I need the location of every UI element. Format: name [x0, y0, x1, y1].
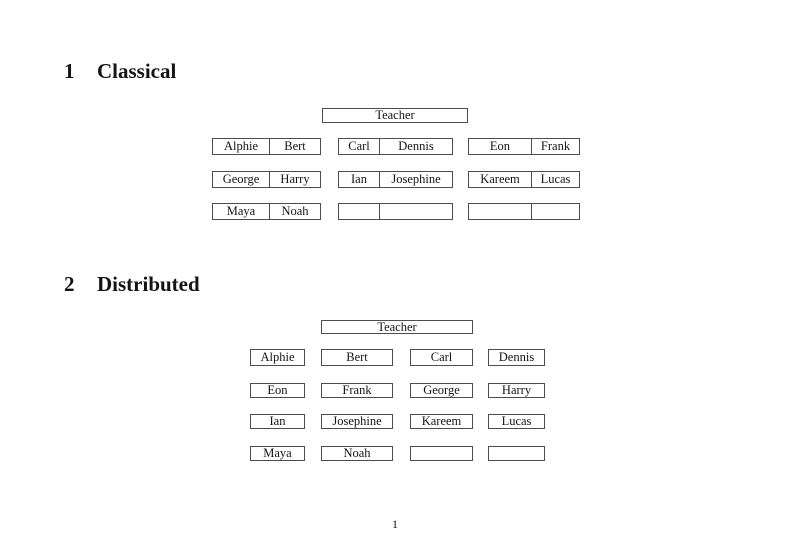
section-2-number: 2: [64, 272, 75, 296]
desk-distributed-r2c4: Harry: [488, 383, 545, 398]
desk-distributed-r2c2: Frank: [321, 383, 393, 398]
desk-distributed-r4c1: Maya: [250, 446, 305, 461]
desk-distributed-r2c3: George: [410, 383, 473, 398]
seat-right: [379, 204, 452, 219]
desk-distributed-r1c1: Alphie: [250, 349, 305, 366]
desk-classical-r1c1: Alphie Bert: [212, 138, 321, 155]
seat-right: Dennis: [379, 139, 452, 154]
section-2-title: Distributed: [97, 272, 200, 296]
desk-distributed-r3c1: Ian: [250, 414, 305, 429]
desk-distributed-r1c3: Carl: [410, 349, 473, 366]
teacher-box-distributed: Teacher: [321, 320, 473, 334]
teacher-box-classical: Teacher: [322, 108, 468, 123]
seat-right: Josephine: [379, 172, 452, 187]
seat-right: Noah: [269, 204, 320, 219]
section-1-title: Classical: [97, 59, 177, 83]
seat-left: Kareem: [480, 172, 520, 187]
desk-classical-r2c1: George Harry: [212, 171, 321, 188]
seat-right: Bert: [269, 139, 320, 154]
seat-right: Harry: [269, 172, 320, 187]
desk-distributed-r3c3: Kareem: [410, 414, 473, 429]
seat-left: Maya: [226, 204, 256, 219]
desk-classical-r3c1: Maya Noah: [212, 203, 321, 220]
section-1-number: 1: [64, 59, 75, 83]
seat-left: Alphie: [223, 139, 259, 154]
desk-distributed-r4c4-empty: [488, 446, 545, 461]
seat-left: [339, 204, 379, 219]
desk-classical-r1c2: Carl Dennis: [338, 138, 453, 155]
desk-classical-r2c2: Ian Josephine: [338, 171, 453, 188]
desk-distributed-r4c2: Noah: [321, 446, 393, 461]
desk-classical-r3c3-empty: [468, 203, 580, 220]
desk-distributed-r3c4: Lucas: [488, 414, 545, 429]
seat-right: Frank: [531, 139, 579, 154]
seat-left: Eon: [489, 139, 511, 154]
desk-distributed-r3c2: Josephine: [321, 414, 393, 429]
page-number: 1: [392, 517, 398, 531]
desk-distributed-r1c2: Bert: [321, 349, 393, 366]
desk-distributed-r1c4: Dennis: [488, 349, 545, 366]
seat-right: [531, 204, 579, 219]
desk-classical-r1c3: Eon Frank: [468, 138, 580, 155]
seat-left: Ian: [351, 172, 367, 187]
desk-classical-r2c3: Kareem Lucas: [468, 171, 580, 188]
seat-right: Lucas: [531, 172, 579, 187]
desk-distributed-r2c1: Eon: [250, 383, 305, 398]
seat-left: George: [222, 172, 260, 187]
seat-left: [469, 204, 531, 219]
desk-classical-r3c2-empty: [338, 203, 453, 220]
seat-left: Carl: [348, 139, 370, 154]
desk-distributed-r4c3-empty: [410, 446, 473, 461]
